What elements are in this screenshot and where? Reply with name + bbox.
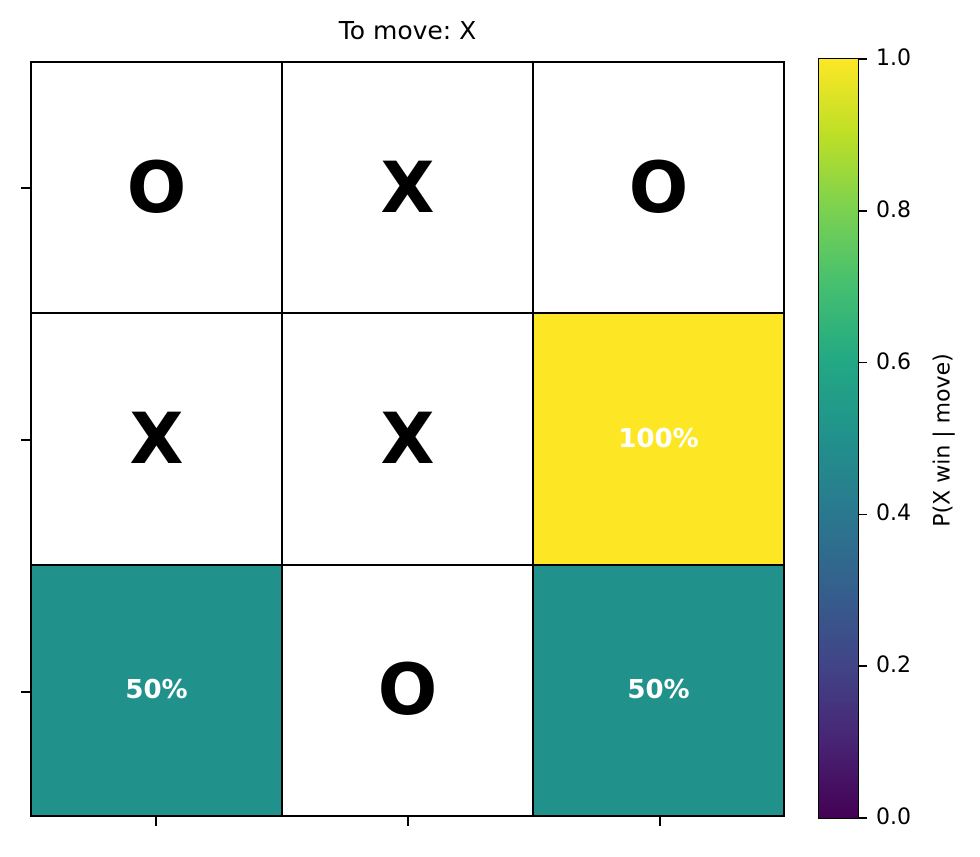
win-probability-label: 50%	[125, 675, 188, 706]
colorbar-tick	[859, 817, 867, 819]
cell-r1c2: X	[282, 62, 533, 314]
colorbar-tick	[859, 361, 867, 364]
x-axis-tick	[155, 817, 157, 826]
colorbar-tick-label: 0.0	[876, 805, 911, 830]
cell-r3c3-move-option[interactable]: 50%	[533, 564, 784, 816]
colorbar	[818, 58, 859, 819]
colorbar-tick-label: 0.2	[876, 653, 911, 679]
mark-x: X	[380, 397, 435, 480]
colorbar-tick	[859, 210, 867, 212]
cell-r3c2: O	[282, 564, 533, 816]
cell-r3c1-move-option[interactable]: 50%	[31, 564, 282, 816]
colorbar-tick-label: 0.8	[876, 197, 911, 223]
mark-o: O	[126, 146, 187, 229]
y-axis-tick	[21, 691, 30, 693]
colorbar-tick	[859, 513, 867, 516]
cell-r1c1: O	[31, 62, 282, 314]
colorbar-tick-label: 0.6	[876, 349, 911, 375]
mark-o: O	[377, 649, 438, 732]
colorbar-tick-label: 0.4	[876, 501, 911, 527]
win-probability-label: 100%	[618, 423, 699, 454]
tic-tac-toe-board: O X O X X 100% 50% O 50%	[30, 61, 785, 817]
colorbar-tick	[859, 665, 867, 667]
y-axis-tick	[21, 439, 30, 441]
y-axis-tick	[21, 187, 30, 189]
colorbar-tick	[859, 58, 867, 60]
cell-r2c3-move-option[interactable]: 100%	[533, 313, 784, 565]
turn-title: To move: X	[338, 16, 477, 45]
cell-r2c2: X	[282, 313, 533, 565]
mark-x: X	[380, 146, 435, 229]
mark-x: X	[129, 397, 184, 480]
mark-o: O	[628, 146, 689, 229]
win-probability-label: 50%	[627, 675, 690, 706]
colorbar-label: P(X win | move)	[930, 353, 956, 527]
cell-r2c1: X	[31, 313, 282, 565]
cell-r1c3: O	[533, 62, 784, 314]
x-axis-tick	[407, 817, 409, 826]
colorbar-tick-label: 1.0	[876, 46, 911, 71]
x-axis-tick	[659, 817, 661, 826]
